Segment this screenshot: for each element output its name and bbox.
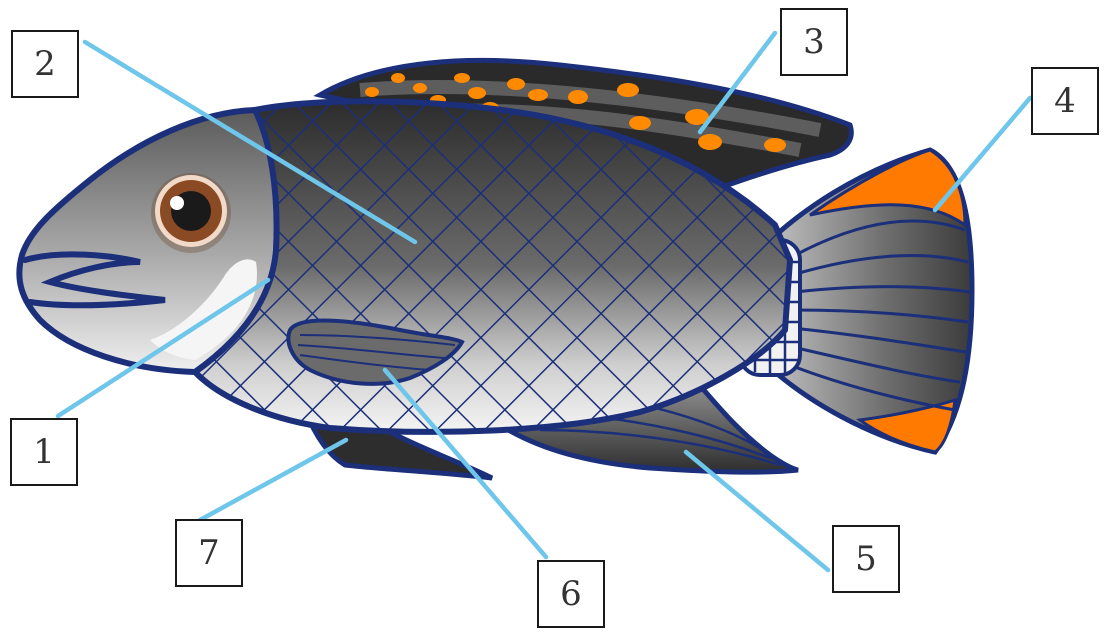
callout-label-6: 6 [537,560,605,628]
leader-line-4 [935,98,1030,210]
callout-label-1: 1 [10,418,78,486]
fish-eye [151,173,231,253]
callout-label-7: 7 [175,519,243,587]
leader-line-7 [200,440,346,520]
callout-label-4: 4 [1031,67,1099,135]
callout-label-6-text: 6 [560,574,582,614]
callout-label-4-text: 4 [1054,81,1076,121]
callout-label-3: 3 [780,8,848,76]
callout-label-7-text: 7 [198,533,220,573]
callout-label-3-text: 3 [803,22,825,62]
callout-label-2: 2 [11,30,79,98]
callout-label-2-text: 2 [34,44,56,84]
callout-label-1-text: 1 [33,432,55,472]
callout-label-5-text: 5 [855,539,877,579]
fish-head [19,110,276,372]
callout-label-5: 5 [832,525,900,593]
